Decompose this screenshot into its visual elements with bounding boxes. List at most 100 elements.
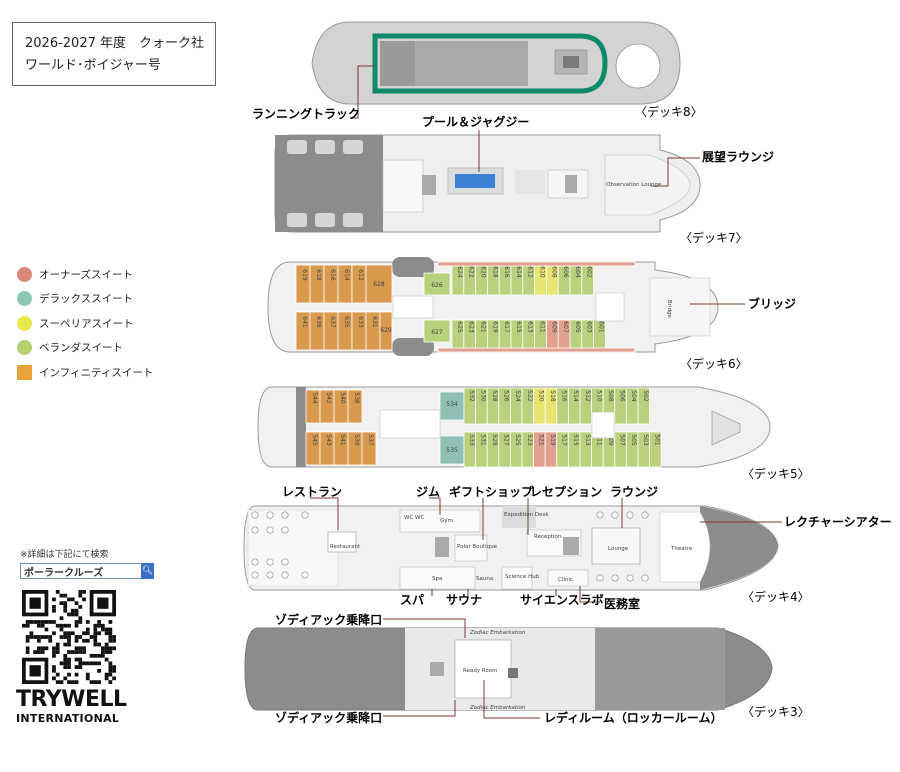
cabin-number: 614 [515, 266, 522, 278]
cabin-number: 509 [607, 434, 614, 446]
cabin [423, 319, 451, 343]
qr-module [89, 653, 94, 658]
qr-module [74, 608, 79, 613]
qr-module [78, 605, 83, 609]
callout-bridge: ブリッジ [748, 296, 796, 311]
infinity-swatch [17, 364, 32, 380]
leader-restaurant [310, 497, 339, 530]
qr-module [67, 623, 71, 628]
qr-module [97, 642, 101, 647]
qr-module [55, 590, 60, 594]
deck-labels: 〈デッキ8〉 〈デッキ7〉 〈デッキ6〉 〈デッキ5〉 〈デッキ4〉 〈デッキ3… [635, 104, 810, 719]
deck-4-stairs [435, 537, 449, 557]
qr-module [63, 593, 68, 598]
qr-module [93, 638, 98, 643]
qr-module [108, 668, 113, 673]
qr-module [52, 620, 56, 624]
qr-module [70, 680, 75, 684]
cabin-number: 639 [315, 316, 322, 328]
qr-module [78, 646, 83, 651]
deck-8 [311, 21, 681, 119]
qr-module [44, 627, 49, 632]
cabin-number: 602 [586, 266, 593, 278]
cabin-number: 620 [480, 266, 487, 278]
qr-module [55, 642, 60, 647]
table-icon [626, 574, 634, 582]
cabin-number: 519 [549, 434, 556, 446]
cabin-number: 606 [562, 266, 569, 278]
qr-module [112, 635, 116, 639]
deck-label-5: 〈デッキ5〉 [742, 466, 810, 481]
qr-module [78, 635, 83, 639]
cabin-number: 615 [515, 321, 522, 333]
callout-sauna: サウナ [446, 593, 482, 607]
cabin-number: 623 [468, 321, 475, 333]
table-icon [611, 511, 619, 519]
cabin-number: 624 [456, 266, 463, 278]
cabin-number: 605 [574, 321, 581, 333]
qr-module [48, 635, 53, 639]
qr-code[interactable] [22, 590, 116, 684]
table-icon [641, 574, 649, 582]
table-icon [251, 526, 259, 534]
leader-medical [579, 586, 600, 603]
qr-module [85, 661, 90, 666]
callout-pool: プール＆ジャグジー [422, 114, 529, 129]
cabin-number: 545 [311, 434, 318, 446]
qr-module [78, 616, 83, 621]
cabin-number: 529 [491, 434, 498, 446]
qr-module [67, 642, 71, 647]
cabin-number: 631 [371, 316, 378, 328]
callout-reception: レセプション [530, 484, 602, 499]
qr-module [104, 631, 109, 636]
qr-module [63, 642, 68, 647]
deck-5-stairs [379, 409, 441, 439]
qr-module [44, 646, 49, 651]
qr-module [52, 631, 56, 636]
table-icon [596, 511, 604, 519]
qr-module [104, 676, 109, 681]
cabin-number: 508 [607, 390, 614, 402]
cabin-number: 511 [595, 434, 602, 446]
qr-finder [97, 597, 109, 609]
qr-module [74, 623, 79, 628]
qr-module [89, 680, 94, 684]
qr-module [100, 650, 105, 654]
qr-finder [29, 597, 41, 609]
qr-module [59, 627, 64, 632]
qr-module [59, 680, 64, 684]
qr-module [78, 650, 83, 654]
qr-module [78, 661, 83, 666]
deck-6-lobby [595, 292, 625, 322]
qr-module [78, 620, 83, 624]
clinic-label: Clinic [558, 577, 573, 583]
qr-module [82, 646, 86, 651]
search-icon[interactable]: 🔍︎ [141, 563, 154, 579]
qr-module [93, 642, 98, 647]
table-icon [251, 511, 259, 519]
deck-7-lifeboat [343, 140, 363, 154]
qr-module [112, 668, 116, 673]
qr-module [55, 623, 60, 628]
table-icon [596, 574, 604, 582]
veranda-swatch [17, 340, 32, 356]
qr-module [78, 590, 83, 594]
qr-module [63, 661, 68, 666]
qr-module [67, 635, 71, 639]
deck-4-stairs [563, 537, 579, 555]
qr-module [93, 661, 98, 666]
qr-module [78, 657, 83, 662]
callout-medical: 医務室 [604, 596, 640, 611]
qr-module [74, 638, 79, 643]
qr-module [63, 653, 68, 658]
qr-module [85, 620, 90, 624]
qr-module [93, 653, 98, 658]
cabin-number: 514 [572, 390, 579, 402]
qr-module [104, 646, 109, 651]
cabin-number: 533 [468, 434, 475, 446]
qr-module [48, 620, 53, 624]
qr-module [25, 635, 30, 639]
cabin-number: 629 [380, 327, 392, 334]
clinic-room [547, 569, 589, 587]
